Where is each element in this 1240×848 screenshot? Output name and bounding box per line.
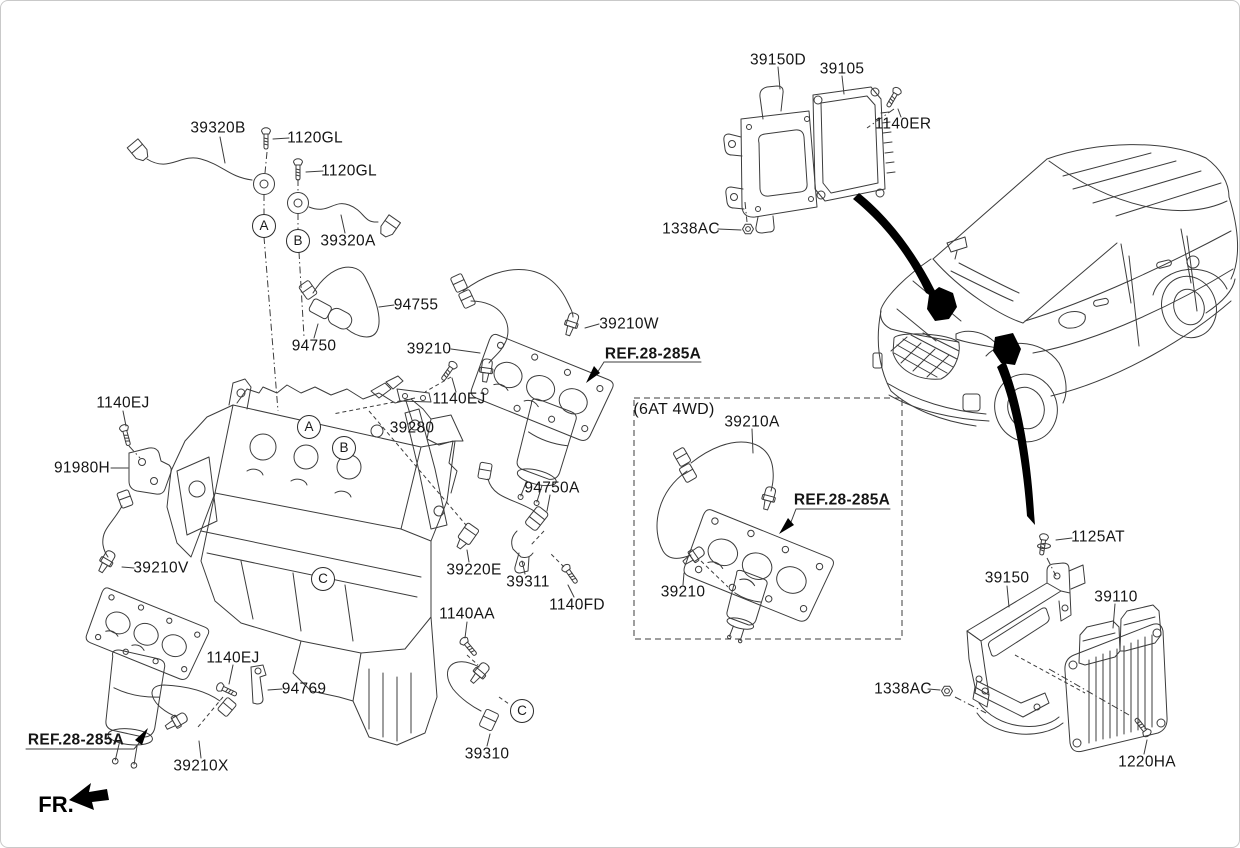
callout-ref-left[interactable]: REF.28-285A bbox=[27, 731, 125, 749]
bracket-91980h-art bbox=[129, 448, 171, 494]
washer-1125at bbox=[1038, 544, 1051, 549]
callout-6at-box: (6AT 4WD) bbox=[633, 401, 715, 418]
callout-39210-mid[interactable]: 39210 bbox=[406, 340, 452, 358]
engine-block-art bbox=[167, 379, 463, 745]
callout-1220HA[interactable]: 1220HA bbox=[1118, 753, 1176, 771]
callout-39280[interactable]: 39280 bbox=[389, 419, 435, 437]
callout-39105[interactable]: 39105 bbox=[819, 60, 865, 78]
knock-sensor-39320a-art bbox=[287, 192, 401, 240]
bracket-94769-art bbox=[251, 665, 266, 704]
callout-1338AC-bot[interactable]: 1338AC bbox=[874, 680, 932, 698]
callout-1140ER[interactable]: 1140ER bbox=[874, 115, 932, 133]
group-box-6at-4wd bbox=[634, 398, 902, 639]
callout-94769[interactable]: 94769 bbox=[281, 680, 327, 698]
callout-91980H[interactable]: 91980H bbox=[53, 459, 111, 477]
bracket-39150-art bbox=[967, 563, 1085, 734]
cam-sensor-94750-art bbox=[297, 267, 379, 337]
manifold-6at-art bbox=[657, 442, 836, 647]
callout-39320A[interactable]: 39320A bbox=[320, 232, 376, 250]
bracket-39150d-art bbox=[724, 86, 817, 233]
manifold-left-art bbox=[82, 488, 238, 771]
fr-label: FR. bbox=[38, 792, 74, 817]
callout-94750[interactable]: 94750 bbox=[291, 337, 337, 355]
fr-direction-arrow bbox=[69, 783, 109, 810]
callout-39210A[interactable]: 39210A bbox=[724, 413, 780, 431]
callout-39210X[interactable]: 39210X bbox=[173, 757, 229, 775]
callout-1140EJ-b[interactable]: 1140EJ bbox=[96, 394, 150, 412]
callout-1140EJ-a[interactable]: 1140EJ bbox=[432, 390, 486, 408]
callout-1140AA[interactable]: 1140AA bbox=[439, 605, 495, 623]
knock-sensor-39320b-art bbox=[126, 138, 275, 195]
ecu-39105-art bbox=[813, 87, 895, 201]
ecu-39110-art bbox=[1065, 605, 1167, 752]
marker-c-engine: C bbox=[311, 567, 335, 591]
callout-39220E[interactable]: 39220E bbox=[446, 561, 502, 579]
callout-ref-top[interactable]: REF.28-285A bbox=[604, 345, 702, 363]
callout-1140FD[interactable]: 1140FD bbox=[549, 596, 605, 614]
callout-39310[interactable]: 39310 bbox=[464, 745, 510, 763]
callout-39210V[interactable]: 39210V bbox=[133, 559, 189, 577]
marker-a-engine: A bbox=[297, 415, 321, 439]
callout-1120GL-1[interactable]: 1120GL bbox=[287, 129, 343, 147]
assembly-reference-lines bbox=[129, 109, 1129, 727]
install-location-marker-fender bbox=[993, 333, 1021, 365]
bracket-39280-art bbox=[371, 376, 431, 402]
marker-c-callout: C bbox=[510, 699, 534, 723]
callout-39320B[interactable]: 39320B bbox=[190, 119, 246, 137]
callout-39210W[interactable]: 39210W bbox=[599, 315, 659, 333]
callout-1338AC-top[interactable]: 1338AC bbox=[662, 220, 720, 238]
callout-1140EJ-c[interactable]: 1140EJ bbox=[206, 649, 260, 667]
callout-39150[interactable]: 39150 bbox=[984, 569, 1030, 587]
sensor-39310-art bbox=[447, 659, 500, 732]
callout-ref-box[interactable]: REF.28-285A bbox=[793, 491, 891, 509]
callout-39150D[interactable]: 39150D bbox=[749, 51, 807, 69]
marker-a-callout: A bbox=[252, 214, 276, 238]
pointer-swoosh-ecu-to-car bbox=[853, 193, 942, 301]
pointer-swoosh-car-to-bracket bbox=[997, 361, 1035, 525]
leader-lines bbox=[111, 67, 1147, 758]
callout-94750A[interactable]: 94750A bbox=[524, 479, 580, 497]
callout-39311[interactable]: 39311 bbox=[506, 573, 550, 591]
manifold-39210-art bbox=[449, 269, 616, 511]
callout-39110[interactable]: 39110 bbox=[1094, 588, 1138, 606]
marker-b-engine: B bbox=[332, 436, 356, 460]
callout-1120GL-2[interactable]: 1120GL bbox=[321, 162, 377, 180]
callout-94755[interactable]: 94755 bbox=[393, 296, 439, 314]
ref-callout-arrows bbox=[26, 362, 890, 749]
sensor-94750a-art bbox=[477, 461, 549, 531]
marker-b-callout: B bbox=[286, 229, 310, 253]
sensor-39220e-art bbox=[453, 522, 479, 551]
callout-1125AT[interactable]: 1125AT bbox=[1071, 528, 1125, 546]
callout-39210-box[interactable]: 39210 bbox=[660, 583, 706, 601]
